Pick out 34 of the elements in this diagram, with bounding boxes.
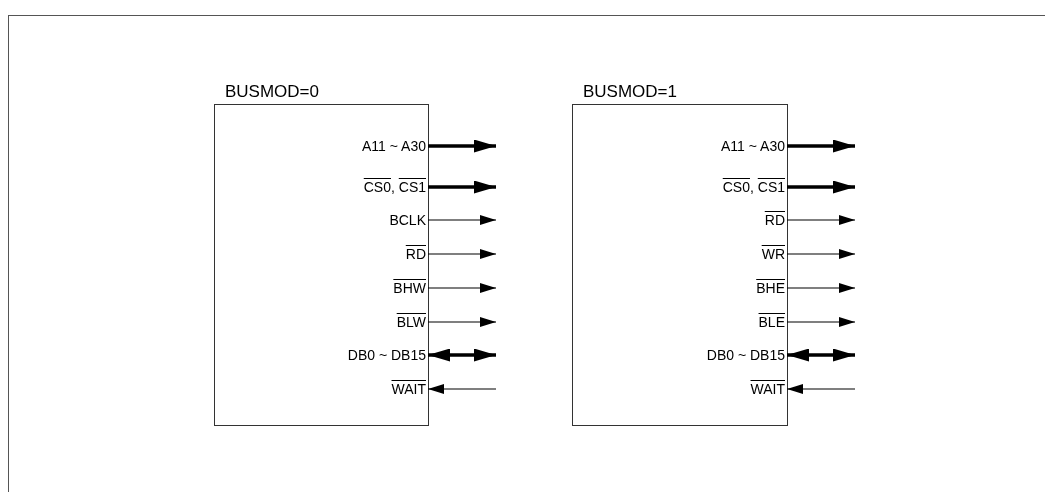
signal-arrow [427,317,497,327]
block-title: BUSMOD=0 [225,82,319,102]
signal-label: BLW [396,312,428,332]
signal-label: CS0, CS1 [363,177,428,197]
signal-arrow [786,249,856,259]
signal-arrow [428,139,496,153]
bidirectional-bus-arrow [428,348,496,362]
signal-label: DB0 ~ DB15 [347,345,428,365]
signal-arrow [427,215,497,225]
bidirectional-bus-arrow [787,348,855,362]
signal-label: WAIT [750,379,787,399]
signal-label: BHE [756,278,787,298]
block-title: BUSMOD=1 [583,82,677,102]
signal-label: A11 ~ A30 [721,136,787,156]
signal-label: BLE [758,312,787,332]
signal-arrow [786,215,856,225]
signal-arrow [786,384,856,394]
signal-arrow [786,317,856,327]
signal-label: A11 ~ A30 [362,136,428,156]
signal-label: CS0, CS1 [722,177,787,197]
signal-arrow [787,139,855,153]
signal-arrow [427,384,497,394]
signal-label: BHW [393,278,428,298]
signal-label: DB0 ~ DB15 [706,345,787,365]
signal-label: BCLK [389,210,428,230]
signal-label: RD [405,244,428,264]
signal-arrow [428,180,496,194]
signal-arrow [427,283,497,293]
signal-label: WR [761,244,787,264]
signal-label: WAIT [391,379,428,399]
signal-arrow [786,283,856,293]
signal-arrow [787,180,855,194]
signal-label: RD [764,210,787,230]
signal-arrow [427,249,497,259]
